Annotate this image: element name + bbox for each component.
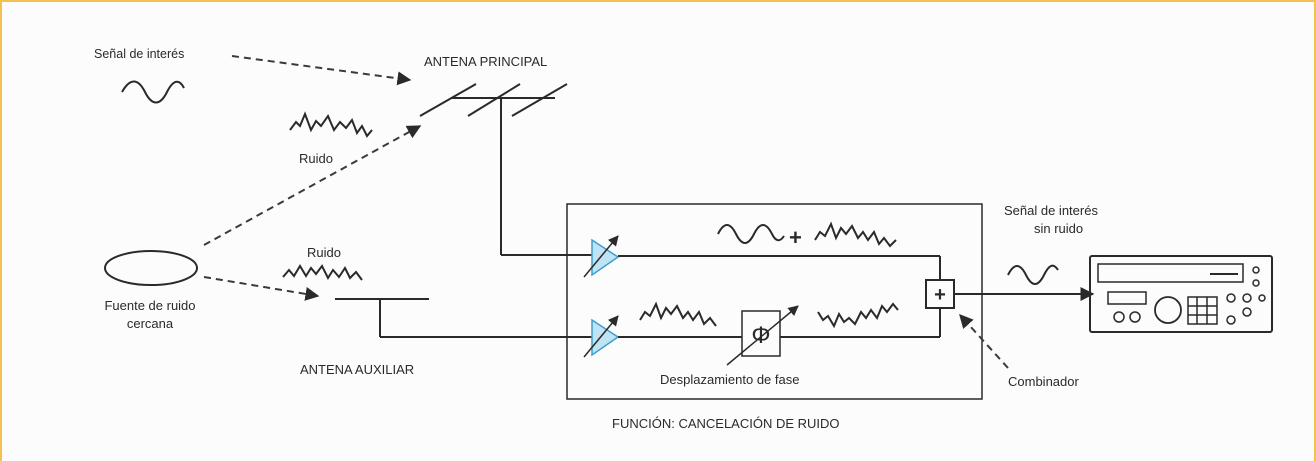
clean-signal-label-line2: sin ruido (1034, 221, 1083, 236)
lower-noise-wave (639, 301, 717, 327)
combiner-label: Combinador (1008, 374, 1079, 389)
phase-shift-label: Desplazamiento de fase (660, 372, 799, 387)
function-caption: FUNCIÓN: CANCELACIÓN DE RUIDO (612, 416, 840, 431)
function-box (566, 203, 983, 400)
noise-label-top: Ruido (299, 151, 333, 166)
clean-sine-wave (1007, 264, 1059, 285)
clean-signal-label-line1: Señal de interés (1004, 203, 1098, 218)
noise-source-label-line2: cercana (127, 316, 174, 331)
signal-to-antenna-arrow (231, 55, 412, 86)
combiner: + (925, 279, 955, 309)
amplifier-bottom (583, 315, 620, 358)
main-antenna (419, 83, 610, 256)
signal-sine-wave (121, 80, 185, 104)
noise-wave-bottom (282, 264, 363, 281)
combiner-symbol: + (934, 284, 946, 306)
noise-to-main-antenna-arrow (203, 125, 422, 246)
aux-antenna (335, 298, 610, 338)
noise-wave-top (289, 111, 373, 138)
signal-of-interest-label: Señal de interés (94, 47, 184, 61)
upper-sine-wave (717, 224, 785, 244)
upper-noise-wave (814, 221, 897, 248)
noise-label-bottom: Ruido (307, 245, 341, 260)
receiver (1089, 255, 1273, 333)
main-antenna-label: ANTENA PRINCIPAL (424, 54, 547, 69)
aux-antenna-label: ANTENA AUXILIAR (300, 362, 414, 377)
noise-source-label-line1: Fuente de ruido (104, 298, 195, 313)
noise-source-ellipse (104, 250, 198, 286)
amplifier-top (583, 235, 620, 278)
noise-to-aux-antenna-arrow (203, 276, 320, 301)
phase-shifter: Φ (726, 305, 799, 366)
combiner-label-arrow (959, 313, 1009, 369)
inverted-noise-wave (817, 302, 899, 329)
phase-symbol: Φ (751, 322, 770, 349)
plus-sign: + (789, 225, 802, 250)
